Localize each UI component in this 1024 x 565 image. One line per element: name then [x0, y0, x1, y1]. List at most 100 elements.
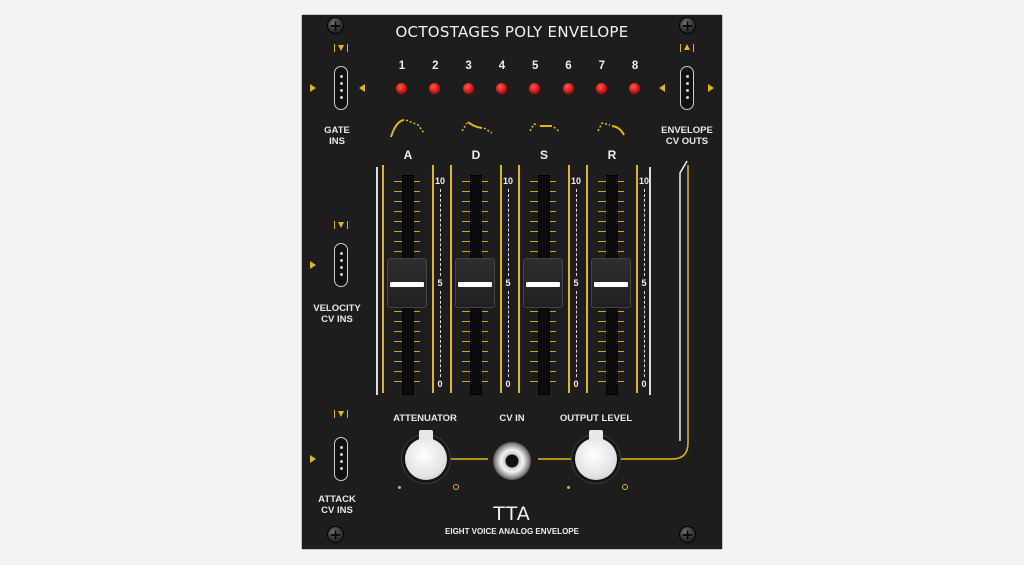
- velocity-cv-ins-jack[interactable]: [334, 243, 348, 287]
- fader-cap-s[interactable]: [523, 257, 563, 308]
- up-arrow-icon: [680, 43, 694, 53]
- led-7: [595, 83, 607, 94]
- led-number-6: 6: [565, 60, 572, 72]
- fader-scale-dash: [576, 290, 578, 377]
- led-number-1: 1: [398, 60, 406, 72]
- fader-scale-dash: [576, 189, 578, 276]
- gate-ins-label: GATE INS: [312, 125, 362, 147]
- led-number-3: 3: [465, 60, 472, 72]
- fader-rail-right: [432, 165, 434, 393]
- fader-rail-right: [636, 165, 638, 393]
- output-level-label: OUTPUT LEVEL: [559, 413, 633, 424]
- velocity-cv-ins-label: VELOCITY CV INS: [306, 303, 368, 325]
- fader-scale-top: 10: [570, 176, 581, 186]
- module-panel: OCTOSTAGES POLY ENVELOPE GATE INS VELOCI…: [302, 15, 722, 549]
- output-level-min-dot: [567, 486, 570, 489]
- release-shape-icon: [597, 122, 625, 136]
- right-arrow-icon: [708, 84, 714, 92]
- fader-scale-dash: [644, 290, 646, 377]
- fader-label-d: D: [471, 148, 481, 162]
- envelope-shape-icons: [390, 119, 625, 138]
- velocity-label-line1: VELOCITY: [313, 303, 361, 314]
- fader-scale-mid: 5: [641, 277, 647, 288]
- screw-bottom-right: [680, 527, 695, 542]
- down-arrow-icon: [334, 43, 348, 53]
- fader-rail-right: [500, 165, 502, 393]
- fader-cap-indicator: [390, 281, 424, 287]
- fader-cap-indicator: [458, 281, 492, 287]
- attenuator-knob[interactable]: [405, 430, 447, 480]
- cv-in-label: CV IN: [499, 413, 525, 424]
- gate-label-line2: INS: [329, 136, 345, 147]
- attenuator-label: ATTENUATOR: [393, 413, 457, 424]
- fader-scale-top: 10: [502, 176, 513, 186]
- fader-scale-bottom: 0: [505, 379, 511, 389]
- fader-cap-a[interactable]: [387, 257, 427, 308]
- fader-label-a: A: [403, 148, 413, 162]
- fader-rail-left: [382, 165, 384, 393]
- fader-scale-dash: [644, 189, 646, 276]
- led-3: [462, 83, 474, 94]
- right-arrow-icon: [310, 84, 316, 92]
- envelope-label-line1: ENVELOPE: [661, 125, 713, 136]
- screw-top-right: [680, 18, 695, 33]
- attenuator-max-ring: [453, 484, 459, 490]
- led-number-5: 5: [531, 60, 539, 72]
- envelope-cv-outs-label: ENVELOPE CV OUTS: [652, 125, 722, 147]
- led-number-8: 8: [631, 60, 639, 72]
- output-level-knob[interactable]: [575, 430, 617, 480]
- fader-rail-left: [586, 165, 588, 393]
- fader-scale-mid: 5: [573, 277, 579, 288]
- led-2: [429, 83, 441, 94]
- fader-scale-mid: 5: [505, 277, 511, 288]
- attack-shape-icon: [390, 119, 425, 138]
- cv-in-jack[interactable]: [493, 442, 531, 480]
- fader-scale-bottom: 0: [573, 379, 579, 389]
- sustain-shape-icon: [529, 123, 561, 133]
- fader-label-s: S: [539, 148, 548, 162]
- decay-shape-icon: [461, 121, 493, 134]
- attack-label-line2: CV INS: [321, 505, 353, 516]
- attack-cv-ins-label: ATTACK CV INS: [312, 494, 362, 516]
- led-4: [495, 83, 507, 94]
- screw-top-left: [328, 18, 343, 33]
- tta-logo: TTA: [493, 503, 531, 525]
- led-number-4: 4: [498, 60, 506, 72]
- fader-rail-right: [568, 165, 570, 393]
- module-subtitle: EIGHT VOICE ANALOG ENVELOPE: [445, 527, 579, 536]
- led-5: [529, 83, 541, 94]
- attenuator-min-dot: [398, 486, 401, 489]
- screw-bottom-left: [328, 527, 343, 542]
- led-6: [562, 83, 574, 94]
- led-number-2: 2: [432, 60, 439, 72]
- fader-rail-left: [450, 165, 452, 393]
- right-arrow-icon: [310, 261, 316, 269]
- fader-scale-dash: [440, 189, 442, 276]
- fader-scale-dash: [508, 189, 510, 276]
- attack-label-line1: ATTACK: [318, 494, 356, 505]
- fader-cap-d[interactable]: [455, 257, 495, 308]
- led-1: [396, 83, 407, 94]
- module-title: OCTOSTAGES POLY ENVELOPE: [395, 23, 629, 41]
- left-arrow-icon: [359, 84, 365, 92]
- fader-scale-top: 10: [638, 176, 649, 186]
- gate-ins-jack[interactable]: [334, 66, 348, 110]
- attack-cv-ins-jack[interactable]: [334, 437, 348, 481]
- fader-scale-bottom: 0: [641, 379, 647, 389]
- output-level-max-ring: [622, 484, 628, 490]
- envelope-cv-outs-jack[interactable]: [680, 66, 694, 110]
- velocity-label-line2: CV INS: [321, 314, 353, 325]
- fader-label-r: R: [607, 148, 617, 162]
- fader-cap-indicator: [526, 281, 560, 287]
- fader-scale-dash: [508, 290, 510, 377]
- fader-rail-left: [518, 165, 520, 393]
- routing-lines: [448, 160, 689, 460]
- down-arrow-icon: [334, 220, 348, 230]
- fader-scale-dash: [440, 290, 442, 377]
- fader-scale-mid: 5: [437, 277, 443, 288]
- left-arrow-icon: [659, 84, 665, 92]
- down-arrow-icon: [334, 409, 348, 419]
- envelope-label-line2: CV OUTS: [665, 136, 709, 147]
- fader-cap-r[interactable]: [591, 257, 631, 308]
- led-8: [629, 83, 641, 94]
